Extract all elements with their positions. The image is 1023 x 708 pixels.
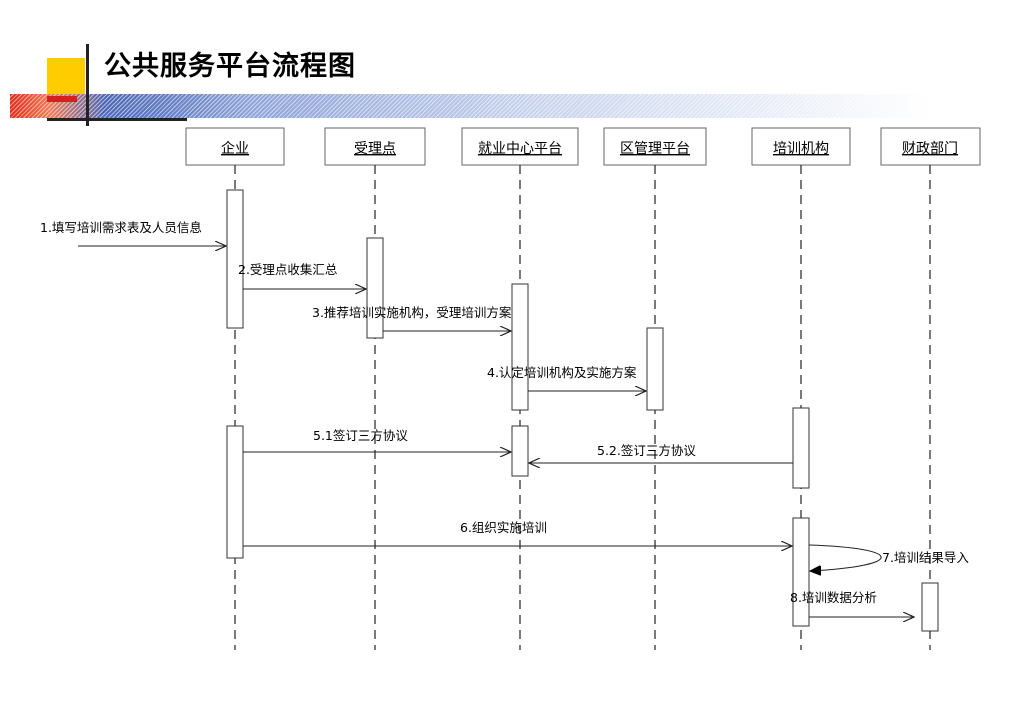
activation-bar [646, 327, 664, 411]
activation-bar [792, 517, 810, 627]
activation-bar [511, 283, 529, 411]
title-decoration-stripe [10, 94, 930, 118]
activation-bar [366, 237, 384, 339]
message-label-7: 7.培训结果导入 [882, 550, 969, 565]
message-label-5-2: 5.2.签订三方协议 [597, 443, 696, 458]
activation-bar [226, 189, 244, 329]
participant-label: 受理点 [354, 141, 396, 157]
activation-bar [792, 407, 810, 489]
title-decoration-red-bar [47, 96, 77, 102]
message-label-1: 1.填写培训需求表及人员信息 [40, 220, 202, 235]
participant-label: 财政部门 [902, 141, 958, 157]
participant-label: 就业中心平台 [478, 141, 562, 157]
activation-bars [226, 189, 939, 632]
message-arrow-7-self [809, 544, 882, 571]
page-title: 公共服务平台流程图 [104, 51, 356, 82]
message-label-8: 8.培训数据分析 [790, 590, 877, 605]
title-decoration-vertical-line [86, 44, 89, 126]
message-label-4: 4.认定培训机构及实施方案 [487, 365, 637, 380]
activation-bar [511, 425, 529, 477]
message-label-2: 2.受理点收集汇总 [238, 262, 337, 277]
participant-label: 培训机构 [773, 141, 829, 157]
lifelines [234, 165, 931, 650]
activation-bar [226, 425, 244, 559]
participant-district-platform: 区管理平台 [603, 127, 707, 166]
participant-employment-center: 就业中心平台 [461, 127, 579, 166]
title-decoration-square [47, 58, 85, 96]
participant-acceptance-point: 受理点 [324, 127, 426, 166]
message-label-5-1: 5.1签订三方协议 [313, 428, 408, 443]
message-label-3: 3.推荐培训实施机构，受理培训方案 [312, 305, 512, 320]
title-decoration-horizontal-line [47, 118, 187, 121]
message-label-6: 6.组织实施培训 [460, 520, 547, 535]
participant-label: 区管理平台 [620, 141, 690, 157]
participant-label: 企业 [221, 140, 249, 157]
activation-bar [921, 582, 939, 632]
participant-enterprise: 企业 [185, 127, 285, 166]
participant-training-institution: 培训机构 [751, 127, 851, 166]
message-arrows [78, 246, 914, 617]
message-labels: 1.填写培训需求表及人员信息 2.受理点收集汇总 3.推荐培训实施机构，受理培训… [40, 220, 969, 605]
participant-finance-department: 财政部门 [880, 127, 981, 166]
